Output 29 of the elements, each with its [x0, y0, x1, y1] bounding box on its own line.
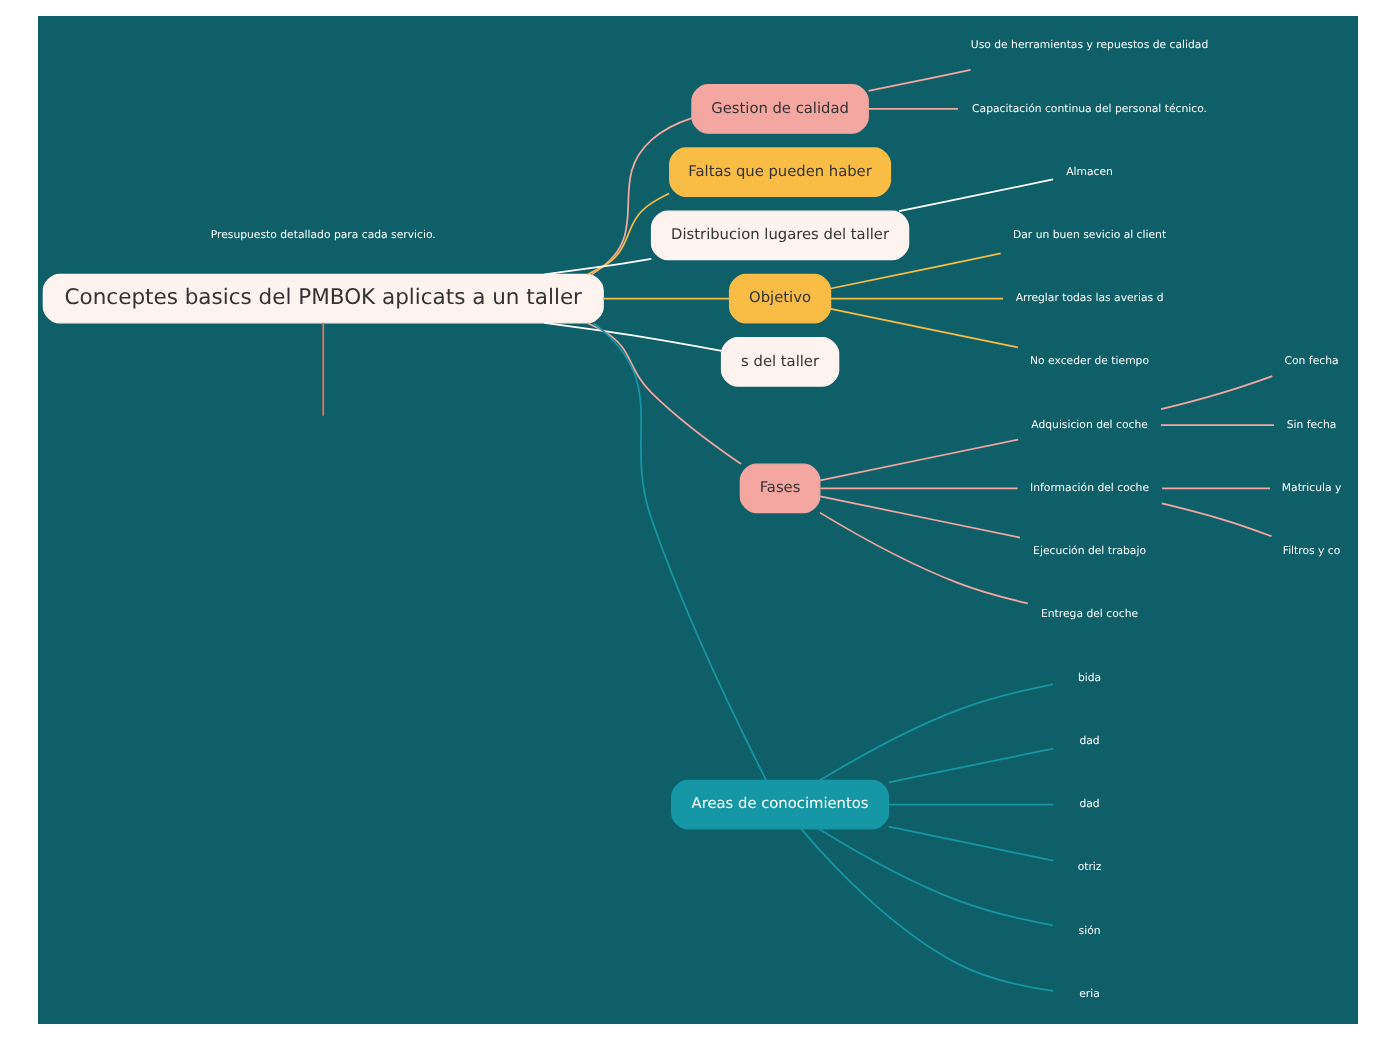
connector: [817, 828, 1053, 927]
connector: [321, 322, 324, 417]
connector: [799, 828, 1053, 992]
connector: [817, 683, 1053, 782]
connector: [886, 825, 1054, 862]
connector: [585, 322, 741, 465]
connector: [817, 511, 1028, 605]
connector: [828, 252, 1001, 290]
connector: [818, 438, 1019, 482]
connector: [818, 495, 1020, 539]
node-box: Conceptes basics del PMBOK aplicats a un taller: [41, 273, 603, 324]
connector: [897, 178, 1053, 212]
connector: [828, 297, 1003, 300]
connector: [1159, 502, 1272, 538]
connector: [818, 487, 1018, 490]
connector: [590, 117, 692, 276]
connector: [866, 108, 958, 110]
connector: [601, 297, 730, 300]
connector: [591, 322, 767, 782]
connector: [585, 192, 669, 276]
connector: [886, 747, 1054, 784]
connector: [866, 69, 971, 92]
connector: [542, 322, 722, 352]
connector: [886, 803, 1054, 806]
connector: [1160, 487, 1270, 490]
connector: [828, 307, 1018, 349]
connector: [542, 257, 652, 276]
connector: [1159, 424, 1274, 426]
connector: [1159, 375, 1273, 411]
